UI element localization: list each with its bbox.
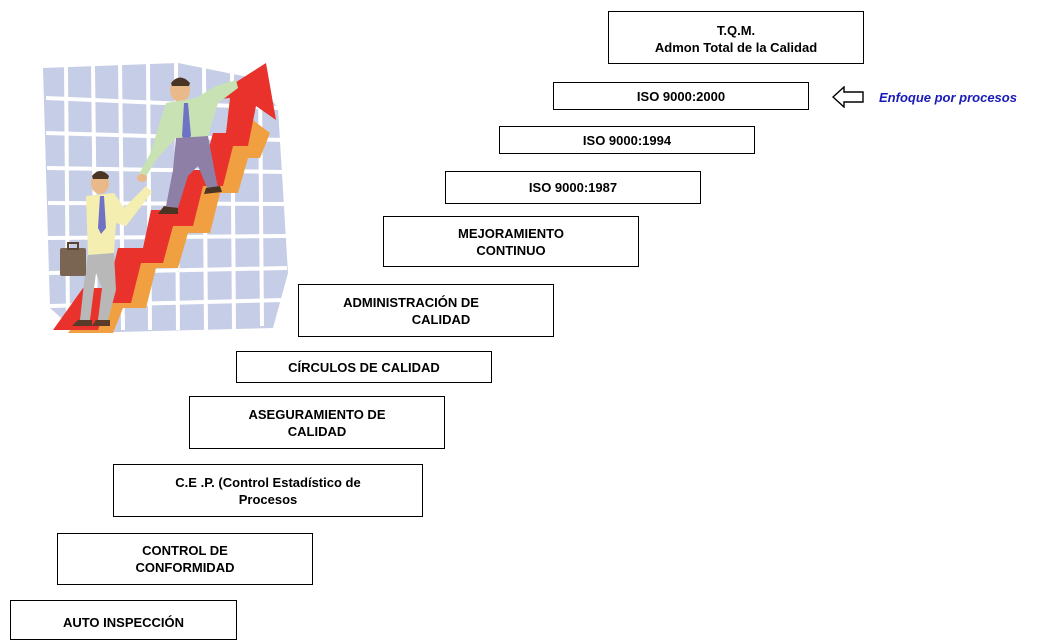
step-tqm: T.Q.M. Admon Total de la Calidad <box>608 11 864 64</box>
step-circulos-de-calidad: CÍRCULOS DE CALIDAD <box>236 351 492 383</box>
upper-businessman-figure <box>137 77 238 214</box>
step-iso-9000-1987-label: ISO 9000:1987 <box>528 180 618 195</box>
step-cep-line-2: Procesos <box>238 491 298 507</box>
enfoque-callout: Enfoque por procesos <box>832 86 1017 108</box>
step-administracion-line-1: ADMINISTRACIÓN DE <box>343 294 479 310</box>
step-administracion-line-2: CALIDAD <box>411 311 471 327</box>
step-aseguramiento-de-calidad: ASEGURAMIENTO DE CALIDAD <box>189 396 445 449</box>
red-staircase-arrow <box>53 63 276 330</box>
step-control-de-conformidad: CONTROL DE CONFORMIDAD <box>57 533 313 585</box>
lower-businessman-figure <box>60 171 152 326</box>
step-iso-9000-2000-label: ISO 9000:2000 <box>636 88 726 104</box>
step-administracion-de-calidad: ADMINISTRACIÓN DE CALIDAD <box>298 284 554 337</box>
step-mejoramiento-line-1: MEJORAMIENTO <box>458 225 564 241</box>
step-aseguramiento-line-2: CALIDAD <box>287 423 347 439</box>
step-control-line-1: CONTROL DE <box>142 543 228 558</box>
step-iso-9000-1994: ISO 9000:1994 <box>499 126 755 154</box>
step-iso-9000-2000: ISO 9000:2000 <box>553 82 809 110</box>
step-mejoramiento-continuo: MEJORAMIENTO CONTINUO <box>383 216 639 267</box>
step-mejoramiento-line-2: CONTINUO <box>476 242 546 258</box>
step-control-line-2: CONFORMIDAD <box>135 560 235 575</box>
step-tqm-line-2: Admon Total de la Calidad <box>654 39 818 55</box>
businessmen-climbing-arrow-clipart <box>43 62 288 333</box>
step-tqm-line-1: T.Q.M. <box>716 22 756 38</box>
step-aseguramiento-line-1: ASEGURAMIENTO DE <box>248 406 386 422</box>
step-auto-inspeccion: AUTO INSPECCIÓN <box>10 600 237 640</box>
hollow-left-arrow-icon <box>832 86 864 108</box>
step-iso-9000-1994-label: ISO 9000:1994 <box>582 132 672 148</box>
step-circulos-label: CÍRCULOS DE CALIDAD <box>288 359 440 375</box>
step-control-estadistico-de-procesos: C.E .P. (Control Estadístico de Procesos <box>113 464 423 517</box>
step-auto-inspeccion-label: AUTO INSPECCIÓN <box>62 615 185 630</box>
enfoque-por-procesos-label: Enfoque por procesos <box>879 89 1017 105</box>
step-iso-9000-1987: ISO 9000:1987 <box>445 171 701 204</box>
step-cep-line-1: C.E .P. (Control Estadístico de <box>175 474 361 490</box>
